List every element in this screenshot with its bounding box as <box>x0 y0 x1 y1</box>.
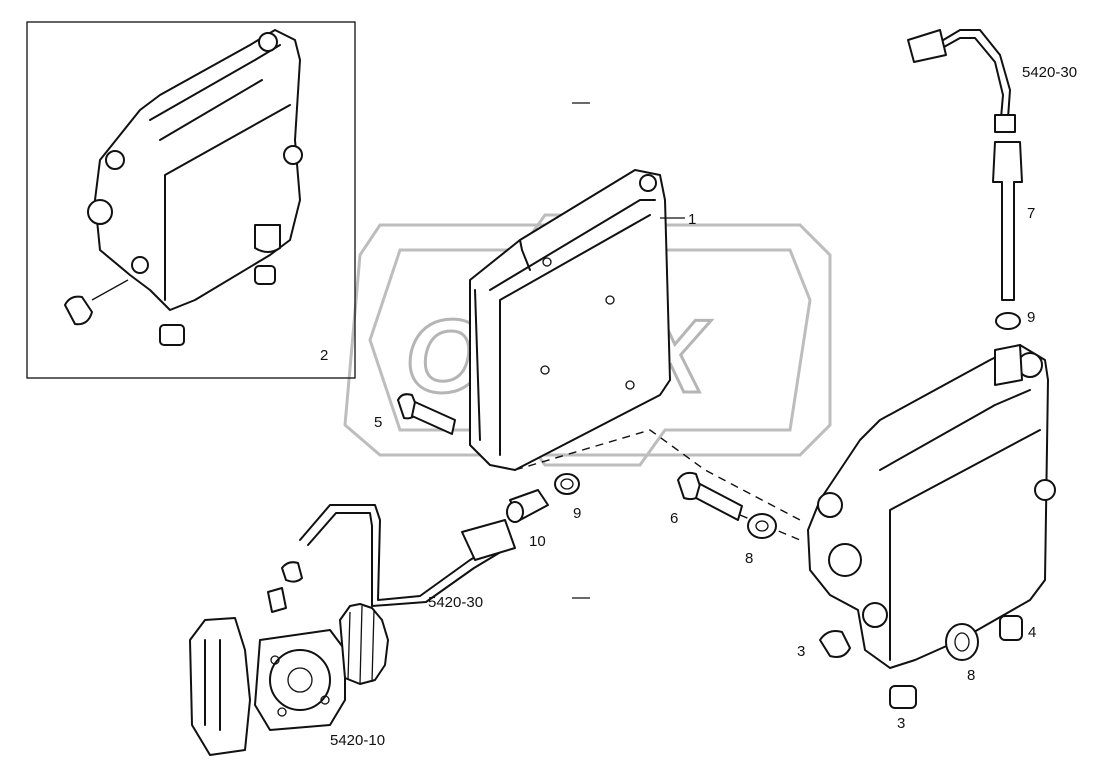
plug-3-side <box>819 630 851 658</box>
washer-8-lower <box>945 623 979 661</box>
reference-5420-30-mid: 5420-30 <box>428 594 483 611</box>
union-fitting-10 <box>506 489 549 523</box>
fuel-pipe-bottom <box>281 504 516 607</box>
washer-8-upper <box>747 513 777 539</box>
filter-housing-right <box>807 344 1056 669</box>
callout-1: 1 <box>688 211 696 228</box>
callout-6: 6 <box>670 510 678 527</box>
callout-9: 9 <box>1027 309 1035 326</box>
callout-5: 5 <box>374 414 382 431</box>
reference-5420-30-top: 5420-30 <box>1022 64 1077 81</box>
sealing-ring-9-upper <box>995 312 1021 330</box>
main-cover-plate <box>469 169 685 471</box>
callout-8: 8 <box>745 550 753 567</box>
callout-7: 7 <box>1027 205 1035 222</box>
bolt-6 <box>677 471 743 521</box>
reference-5420-10-pump: 5420-10 <box>330 732 385 749</box>
fuel-pipe-top <box>907 29 1016 133</box>
plug-3-bottom <box>889 685 917 709</box>
callout-4: 4 <box>1028 624 1036 641</box>
bolt-5 <box>397 393 456 435</box>
plug-4 <box>999 615 1023 641</box>
callout-9: 9 <box>573 505 581 522</box>
inset-box <box>26 21 356 379</box>
inset-plug-right <box>254 265 276 285</box>
callout-3: 3 <box>897 715 905 732</box>
stud-7 <box>992 141 1023 301</box>
inset-cover-assembly <box>87 29 303 311</box>
callout-3: 3 <box>797 643 805 660</box>
callout-2: 2 <box>320 347 328 364</box>
callout-8: 8 <box>967 667 975 684</box>
assembly-line-main <box>514 429 801 521</box>
injection-pump <box>189 587 389 756</box>
inset-plug-bottom <box>159 324 185 346</box>
inset-plug-left <box>64 279 129 326</box>
sealing-ring-9-lower <box>554 473 580 495</box>
callout-10: 10 <box>529 533 546 550</box>
